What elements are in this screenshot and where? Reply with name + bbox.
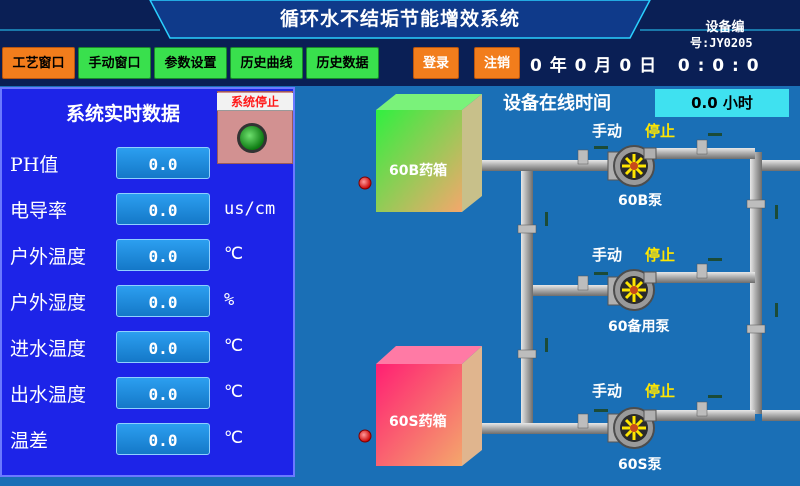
param-value-temp-diff: 0.0 [116, 423, 210, 455]
login-button[interactable]: 登录 [413, 47, 459, 79]
pipe-outlet-top [762, 160, 800, 171]
pump-60b-icon [607, 145, 657, 187]
datetime-display: 0 年 0 月 0 日 0 : 0 : 0 [530, 56, 760, 76]
param-value-ph: 0.0 [116, 147, 210, 179]
device-label: 设备编 [705, 20, 745, 35]
pump-60-backup-mode[interactable]: 手动 [592, 246, 623, 264]
history-curve-button[interactable]: 历史曲线 [230, 47, 303, 79]
pump-60b-mode[interactable]: 手动 [592, 122, 623, 140]
pipe-60b-out [462, 160, 534, 171]
pump-60s-mode[interactable]: 手动 [592, 382, 623, 400]
manual-window-button[interactable]: 手动窗口 [78, 47, 151, 79]
param-label-conductivity: 电导率 [10, 200, 68, 222]
param-settings-button[interactable]: 参数设置 [154, 47, 227, 79]
param-label-outlet-temp: 出水温度 [10, 384, 87, 406]
tank-60s-alarm-lamp-icon [358, 429, 372, 443]
param-label-outdoor-humidity: 户外湿度 [10, 292, 87, 314]
tank-60b-top [376, 94, 482, 110]
pump-60-backup-state[interactable]: 停止 [645, 246, 676, 264]
param-value-outdoor-humidity: 0.0 [116, 285, 210, 317]
param-unit-outlet-temp: ℃ [224, 382, 244, 402]
tank-60s-side [462, 346, 482, 466]
pump-60s-state[interactable]: 停止 [645, 382, 676, 400]
param-value-conductivity: 0.0 [116, 193, 210, 225]
pump-60s-icon [607, 407, 657, 449]
pipe-outlet-bottom [762, 410, 800, 421]
pump-60b-name: 60B泵 [618, 193, 663, 209]
history-data-button[interactable]: 历史数据 [306, 47, 379, 79]
param-unit-inlet-temp: ℃ [224, 336, 244, 356]
pipe-branch-3-out [655, 410, 755, 421]
pump-60s-name: 60S泵 [618, 457, 662, 473]
pipe-60s-out [462, 423, 534, 434]
pipe-trunk-right [750, 152, 762, 414]
header-bar [0, 0, 800, 40]
page-title: 循环水不结垢节能增效系统 [279, 8, 520, 30]
tank-60b-label: 60B药箱 [389, 163, 448, 179]
tank-60s-top [376, 346, 482, 364]
param-value-outlet-temp: 0.0 [116, 377, 210, 409]
device-number: 号:JY0205 [690, 36, 753, 50]
pump-60-backup-icon [607, 269, 657, 311]
param-label-ph: PH值 [10, 154, 59, 176]
online-time-value: 0.0 小时 [655, 89, 789, 117]
pump-60b-state[interactable]: 停止 [645, 122, 676, 140]
param-unit-outdoor-temp: ℃ [224, 244, 244, 264]
param-value-inlet-temp: 0.0 [116, 331, 210, 363]
tank-60b-alarm-lamp-icon [358, 176, 372, 190]
param-unit-temp-diff: ℃ [224, 428, 244, 448]
pipe-branch-1-in [533, 160, 613, 171]
param-label-temp-diff: 温差 [10, 430, 49, 452]
param-value-outdoor-temp: 0.0 [116, 239, 210, 271]
param-label-outdoor-temp: 户外温度 [10, 246, 87, 268]
tank-60s-label: 60S药箱 [389, 414, 447, 430]
param-label-inlet-temp: 进水温度 [10, 338, 87, 360]
logout-button[interactable]: 注销 [474, 47, 520, 79]
pipe-branch-2-in [533, 285, 613, 296]
pipe-branch-3-in [533, 423, 613, 434]
pipe-branch-2-out [655, 272, 755, 283]
pump-60-backup-name: 60备用泵 [608, 319, 670, 335]
param-unit-conductivity: us/cm [224, 199, 276, 219]
panel-title: 系统实时数据 [66, 103, 181, 125]
process-window-button[interactable]: 工艺窗口 [2, 47, 75, 79]
tank-60b-side [462, 94, 482, 212]
online-time-label: 设备在线时间 [503, 93, 611, 114]
param-unit-outdoor-humidity: % [224, 290, 235, 310]
pipe-trunk-left [521, 166, 533, 428]
pipe-branch-1-out [655, 148, 755, 159]
header-decoration [0, 0, 800, 39]
system-status-lamp-icon[interactable] [237, 123, 267, 153]
system-status-label: 系统停止 [217, 93, 293, 111]
